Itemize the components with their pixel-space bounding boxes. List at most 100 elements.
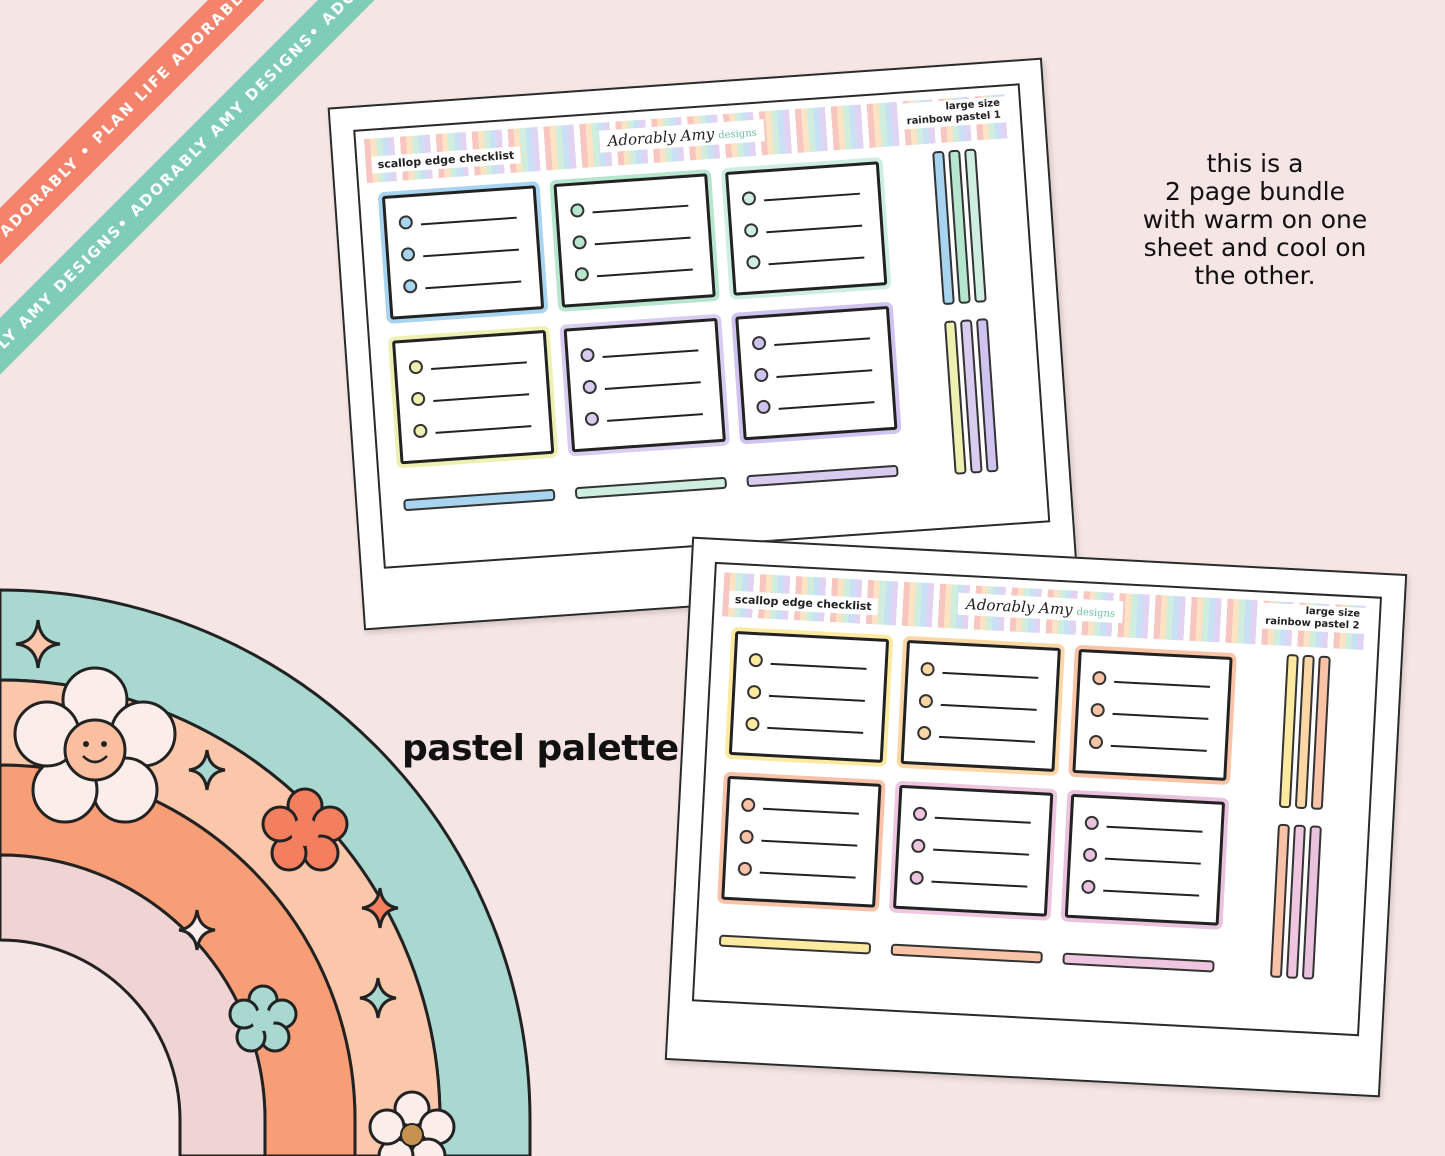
write-line xyxy=(1106,825,1203,833)
write-line xyxy=(602,349,699,359)
checkbox-dot-icon xyxy=(410,391,426,407)
checkbox-dot-icon xyxy=(739,829,754,845)
checkbox-dot-icon xyxy=(745,254,761,270)
checklist-item xyxy=(572,228,691,250)
checklist-item xyxy=(920,661,1039,682)
sparkle-icon xyxy=(188,749,226,791)
note-line-4: sheet and cool on xyxy=(1143,233,1367,262)
bundle-note: this is a 2 page bundle with warm on one… xyxy=(1120,150,1390,290)
checklist-box xyxy=(725,161,888,296)
write-line xyxy=(939,735,1035,743)
checklist-item xyxy=(580,340,699,363)
checklist-item xyxy=(910,838,1030,859)
write-line xyxy=(604,381,701,390)
checklist-item xyxy=(412,416,532,439)
checkbox-dot-icon xyxy=(1084,815,1100,831)
checkbox-dot-icon xyxy=(582,379,598,395)
checklist-box xyxy=(735,305,898,441)
write-line xyxy=(596,268,693,278)
checklist-item xyxy=(741,184,860,206)
checkbox-dot-icon xyxy=(753,367,769,383)
teal-flower-icon xyxy=(228,984,298,1053)
checklist-item xyxy=(740,797,860,818)
sparkle-icon xyxy=(15,619,61,669)
checklist-item xyxy=(748,652,867,673)
checklist-item xyxy=(743,216,863,238)
write-line xyxy=(933,848,1030,856)
daisy-flower-icon xyxy=(368,1090,456,1156)
sheet-title-2: scallop edge checklist xyxy=(728,590,879,616)
brand-name-1: Adorably Amy xyxy=(606,124,715,151)
checklist-item xyxy=(402,272,522,294)
write-line xyxy=(767,726,864,734)
checklist-item xyxy=(753,360,873,383)
palette-label: pastel palette xyxy=(402,728,679,769)
checklist-item xyxy=(756,392,875,415)
checkbox-dot-icon xyxy=(408,359,424,375)
checklist-box xyxy=(1064,793,1226,926)
checkbox-dot-icon xyxy=(1091,670,1107,686)
checkbox-dot-icon xyxy=(746,684,762,700)
checklist-item xyxy=(1082,847,1202,868)
checkbox-dot-icon xyxy=(412,423,428,439)
checkbox-dot-icon xyxy=(745,716,760,732)
write-line xyxy=(435,425,532,434)
write-line xyxy=(768,694,865,702)
rainbow-illustration xyxy=(0,588,532,1156)
scallop-strips-2 xyxy=(1269,653,1331,980)
write-line xyxy=(592,204,689,214)
brand-name-2: Adorably Amy xyxy=(965,595,1074,619)
checkbox-dot-icon xyxy=(743,222,759,238)
checkbox-dot-icon xyxy=(920,661,935,677)
write-line xyxy=(425,280,522,290)
scallop-strip-vertical xyxy=(1301,825,1322,980)
checkbox-dot-icon xyxy=(918,693,934,709)
note-line-5: the other. xyxy=(1194,261,1316,290)
checklist-item xyxy=(1081,879,1200,899)
checklist-box xyxy=(728,631,890,763)
checklist-box xyxy=(721,775,882,908)
write-line xyxy=(774,337,871,347)
sheet-title-1: scallop edge checklist xyxy=(371,146,521,174)
write-line xyxy=(1103,889,1200,897)
brand-suffix-2: designs xyxy=(1076,606,1116,620)
sparkle-icon xyxy=(361,887,399,929)
write-line xyxy=(759,871,856,879)
scallop-strip-horizontal xyxy=(403,488,556,512)
checklist-box xyxy=(893,784,1054,917)
note-line-1: this is a xyxy=(1206,149,1304,178)
scallop-strip-horizontal xyxy=(746,464,899,488)
checklist-item xyxy=(1088,734,1208,755)
write-line xyxy=(768,256,865,266)
checkbox-dot-icon xyxy=(912,806,928,822)
write-line xyxy=(423,248,520,258)
scallop-strip-horizontal xyxy=(890,943,1043,964)
checklist-item xyxy=(912,806,1032,827)
checkbox-dot-icon xyxy=(748,652,764,668)
checklist-item xyxy=(410,384,530,407)
write-line xyxy=(1112,712,1209,720)
checklist-item xyxy=(918,693,1038,714)
write-line xyxy=(761,839,858,847)
write-line xyxy=(420,216,517,226)
checkbox-dot-icon xyxy=(910,838,926,854)
checklist-item xyxy=(582,372,701,395)
scallop-strips-1 xyxy=(932,148,999,475)
scallop-strip-horizontal xyxy=(718,934,872,955)
checkbox-dot-icon xyxy=(909,870,925,886)
checklist-item xyxy=(400,240,520,262)
checkbox-dot-icon xyxy=(1090,702,1106,718)
brand-suffix-1: designs xyxy=(717,127,758,142)
write-line xyxy=(934,816,1031,824)
note-line-3: with warm on one xyxy=(1142,205,1368,234)
checklist-item xyxy=(745,248,865,270)
checkbox-dot-icon xyxy=(741,190,757,206)
checklist-box xyxy=(392,329,555,465)
checkbox-dot-icon xyxy=(584,411,600,427)
write-line xyxy=(763,807,859,815)
checkbox-dot-icon xyxy=(574,266,590,282)
